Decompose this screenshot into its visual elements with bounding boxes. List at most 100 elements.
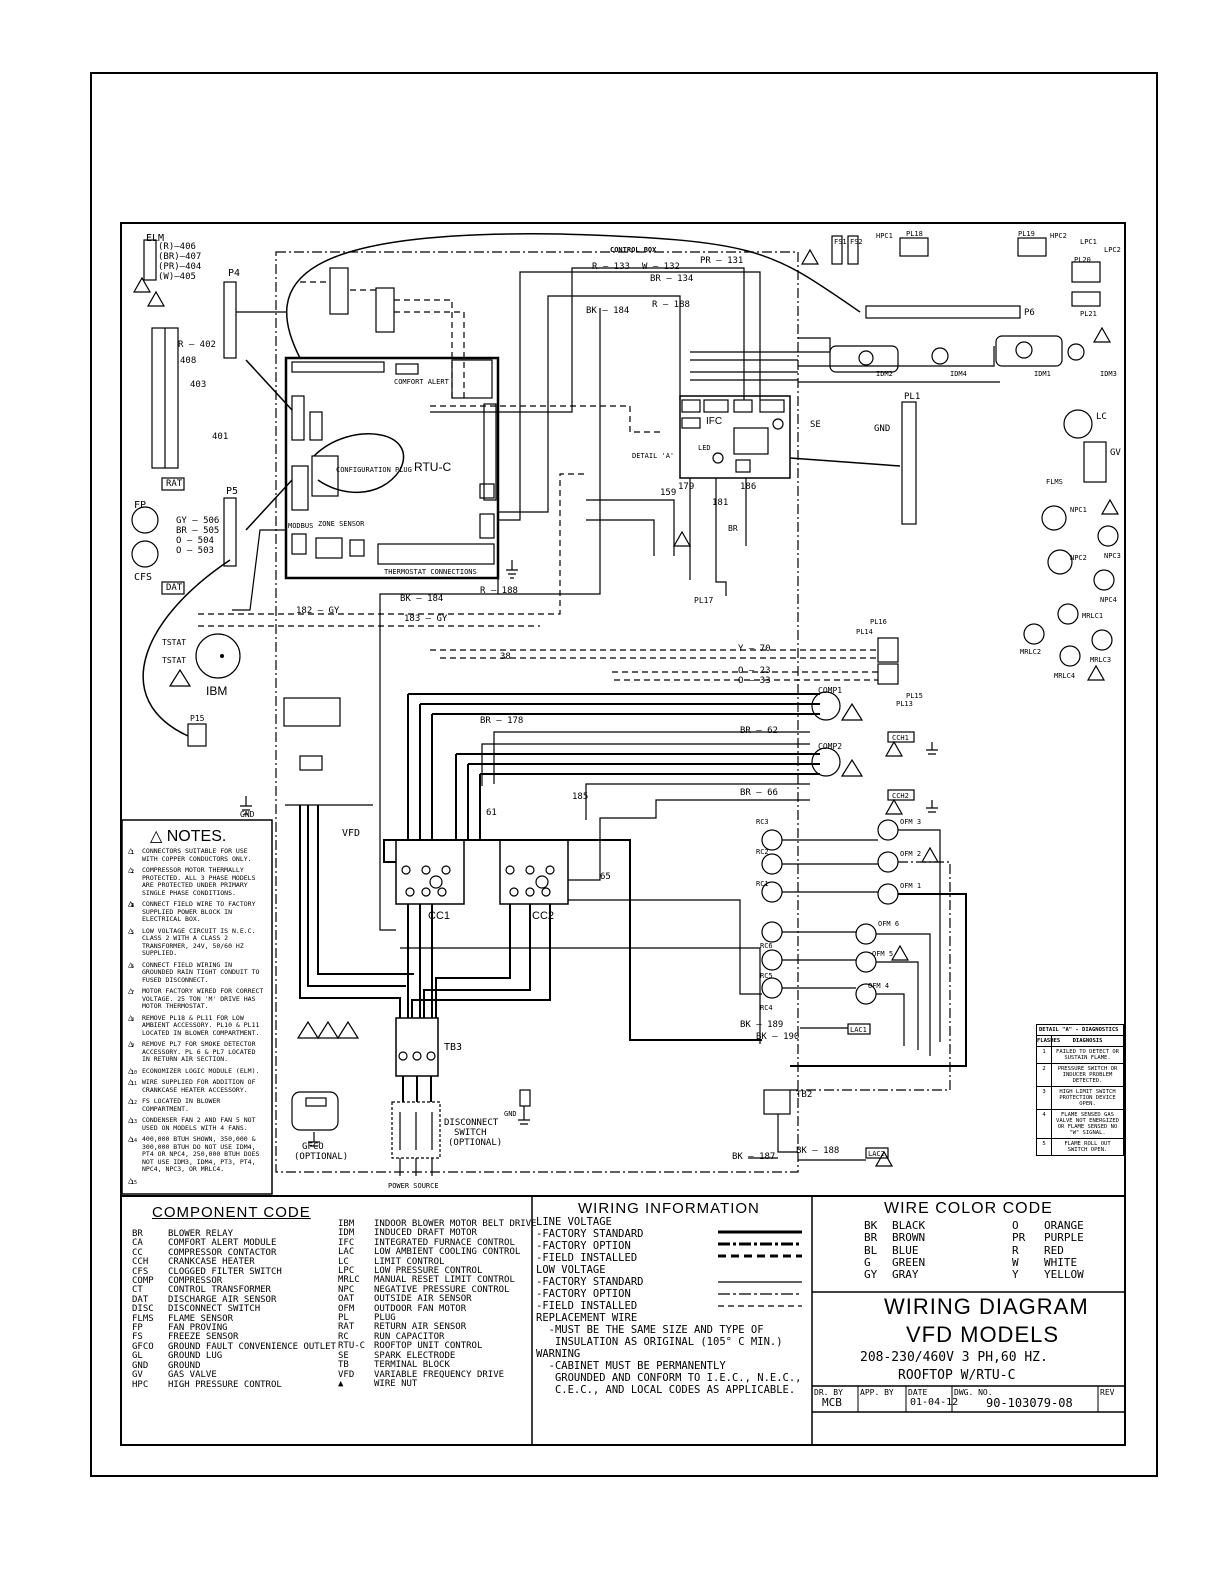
title-line-4: ROOFTOP W/RTU-C xyxy=(898,1368,1016,1383)
diagnostics-title: DETAIL "A" - DIAGNOSTICS xyxy=(1037,1025,1123,1036)
wire-color-title: WIRE COLOR CODE xyxy=(884,1200,1053,1217)
wiring-info-body: LINE VOLTAGE-FACTORY STANDARD-FACTORY OP… xyxy=(536,1216,802,1396)
disconnect-label-3: (OPTIONAL) xyxy=(448,1138,503,1148)
wiring-info-line: WARNING xyxy=(536,1348,581,1360)
wire-182: 182 — GY xyxy=(296,606,340,616)
rc2-label: RC2 xyxy=(756,848,769,856)
diagnostics-col2: DIAGNOSIS xyxy=(1072,1038,1103,1044)
note-text: 400,000 BTUH SHOWN, 350,000 & 300,000 BT… xyxy=(142,1135,260,1173)
wire-color-name: BLACK xyxy=(892,1219,926,1232)
component-abbrev: RTU-C xyxy=(338,1341,366,1352)
wire-color-name: ORANGE xyxy=(1044,1219,1084,1232)
wire-506: GY — 506 xyxy=(176,516,220,526)
wire-503: O — 503 xyxy=(176,546,214,556)
wire-505: BR — 505 xyxy=(176,526,220,536)
component-abbrev: LAC xyxy=(338,1247,355,1258)
wire-70: Y — 70 xyxy=(738,644,771,654)
ifc-board xyxy=(679,395,791,479)
gnd-label-gl: GND xyxy=(504,1110,517,1118)
wiring-info-line: REPLACEMENT WIRE xyxy=(536,1312,638,1324)
rc1-label: RC1 xyxy=(756,880,769,888)
component-abbrev: FLMS xyxy=(132,1313,154,1324)
disconnect-label-1: DISCONNECT xyxy=(444,1118,499,1128)
cc1-label: CC1 xyxy=(428,910,451,922)
ofm2-label: OFM 2 xyxy=(900,850,922,858)
note-text: CONDENSER FAN 2 AND FAN 5 NOT USED ON MO… xyxy=(142,1116,256,1132)
diagnostics-flashes: 4 xyxy=(1037,1110,1052,1138)
wiring-info-line: -FACTORY STANDARD xyxy=(536,1228,644,1240)
ofm1-label: OFM 1 xyxy=(900,882,922,890)
dat-label: DAT xyxy=(166,583,183,593)
wire-184: BK — 184 xyxy=(586,306,630,316)
warning-triangle-icon: △ xyxy=(128,846,134,856)
wire-66: BR — 66 xyxy=(740,788,778,798)
note-number: 15 xyxy=(131,1179,138,1186)
lpc2-label: LPC2 xyxy=(1104,246,1121,254)
diagnostics-text: PRESSURE SWITCH OR INDUCER PROBLEM DETEC… xyxy=(1057,1066,1118,1084)
wiring-info-line: -MUST BE THE SAME SIZE AND TYPE OF xyxy=(536,1324,764,1336)
component-abbrev: LPC xyxy=(338,1266,355,1277)
wire-61: 61 xyxy=(486,808,497,818)
component-code-title: COMPONENT CODE xyxy=(152,1204,311,1221)
elm-label: ELM xyxy=(146,233,165,244)
note-text: CONNECT FIELD WIRE TO FACTORY SUPPLIED P… xyxy=(142,900,256,923)
npc3-label: NPC3 xyxy=(1104,552,1121,560)
component-abbrev: FP xyxy=(132,1323,143,1334)
wire-504: O — 504 xyxy=(176,536,214,546)
flms-label: FLMS xyxy=(1046,478,1063,486)
note-text: LOW VOLTAGE CIRCUIT IS N.E.C. CLASS 2 WI… xyxy=(142,926,256,957)
diagnostics-flashes: 1 xyxy=(1037,1047,1052,1063)
note-number: 7 xyxy=(131,990,135,996)
component-desc: CRANKCASE HEATER xyxy=(168,1257,255,1268)
warning-triangle-icon: △ xyxy=(128,865,134,875)
wire-132: W — 132 xyxy=(642,262,680,272)
wire-405: (W)—405 xyxy=(158,272,196,282)
title-line-1: WIRING DIAGRAM xyxy=(884,1294,1089,1319)
warning-triangle-icon: △ xyxy=(128,925,134,936)
comfort-alert-label: COMFORT ALERT xyxy=(394,378,449,386)
wiring-info-line: LOW VOLTAGE xyxy=(536,1264,606,1276)
wire-color-name: BROWN xyxy=(892,1231,926,1245)
wire-131: PR — 131 xyxy=(700,256,744,266)
control-box-boundary xyxy=(275,251,799,1173)
component-desc: OUTSIDE AIR SENSOR xyxy=(374,1294,472,1305)
power-source-label: POWER SOURCE xyxy=(388,1182,439,1190)
pl13-label: PL13 xyxy=(896,700,913,708)
hpc1-label: HPC1 xyxy=(876,232,893,240)
wire-color-code: Y xyxy=(1012,1268,1019,1282)
component-desc: RUN CAPACITOR xyxy=(374,1331,445,1342)
rtu-c-board xyxy=(284,356,500,580)
ifc-label: IFC xyxy=(706,416,723,427)
component-abbrev: CA xyxy=(132,1238,143,1249)
lac1-label: LAC1 xyxy=(850,1026,867,1034)
idm1-label: IDM1 xyxy=(1034,370,1051,378)
wire-188: R — 188 xyxy=(652,300,690,310)
idm4-label: IDM4 xyxy=(950,370,967,378)
component-desc: CONTROL TRANSFORMER xyxy=(168,1285,271,1296)
wire-404: (PR)—404 xyxy=(158,262,202,272)
wire-62: BR — 62 xyxy=(740,726,778,736)
component-desc: RETURN AIR SENSOR xyxy=(374,1322,467,1333)
date-label: DATE xyxy=(908,1388,928,1397)
wire-color-code: W xyxy=(1012,1255,1019,1269)
warning-triangle-icon: △ xyxy=(128,1175,134,1186)
diagnostics-flashes: 5 xyxy=(1037,1139,1052,1155)
wiring-info-line: -FIELD INSTALLED xyxy=(536,1300,638,1312)
dwg-number: 90-103079-08 xyxy=(986,1396,1073,1410)
rtu-c-label: RTU-C xyxy=(414,460,452,474)
wire-187: BK — 187 xyxy=(732,1152,776,1162)
wiring-info-line: -CABINET MUST BE PERMANENTLY xyxy=(536,1360,726,1372)
wire-185: 185 xyxy=(572,792,589,802)
